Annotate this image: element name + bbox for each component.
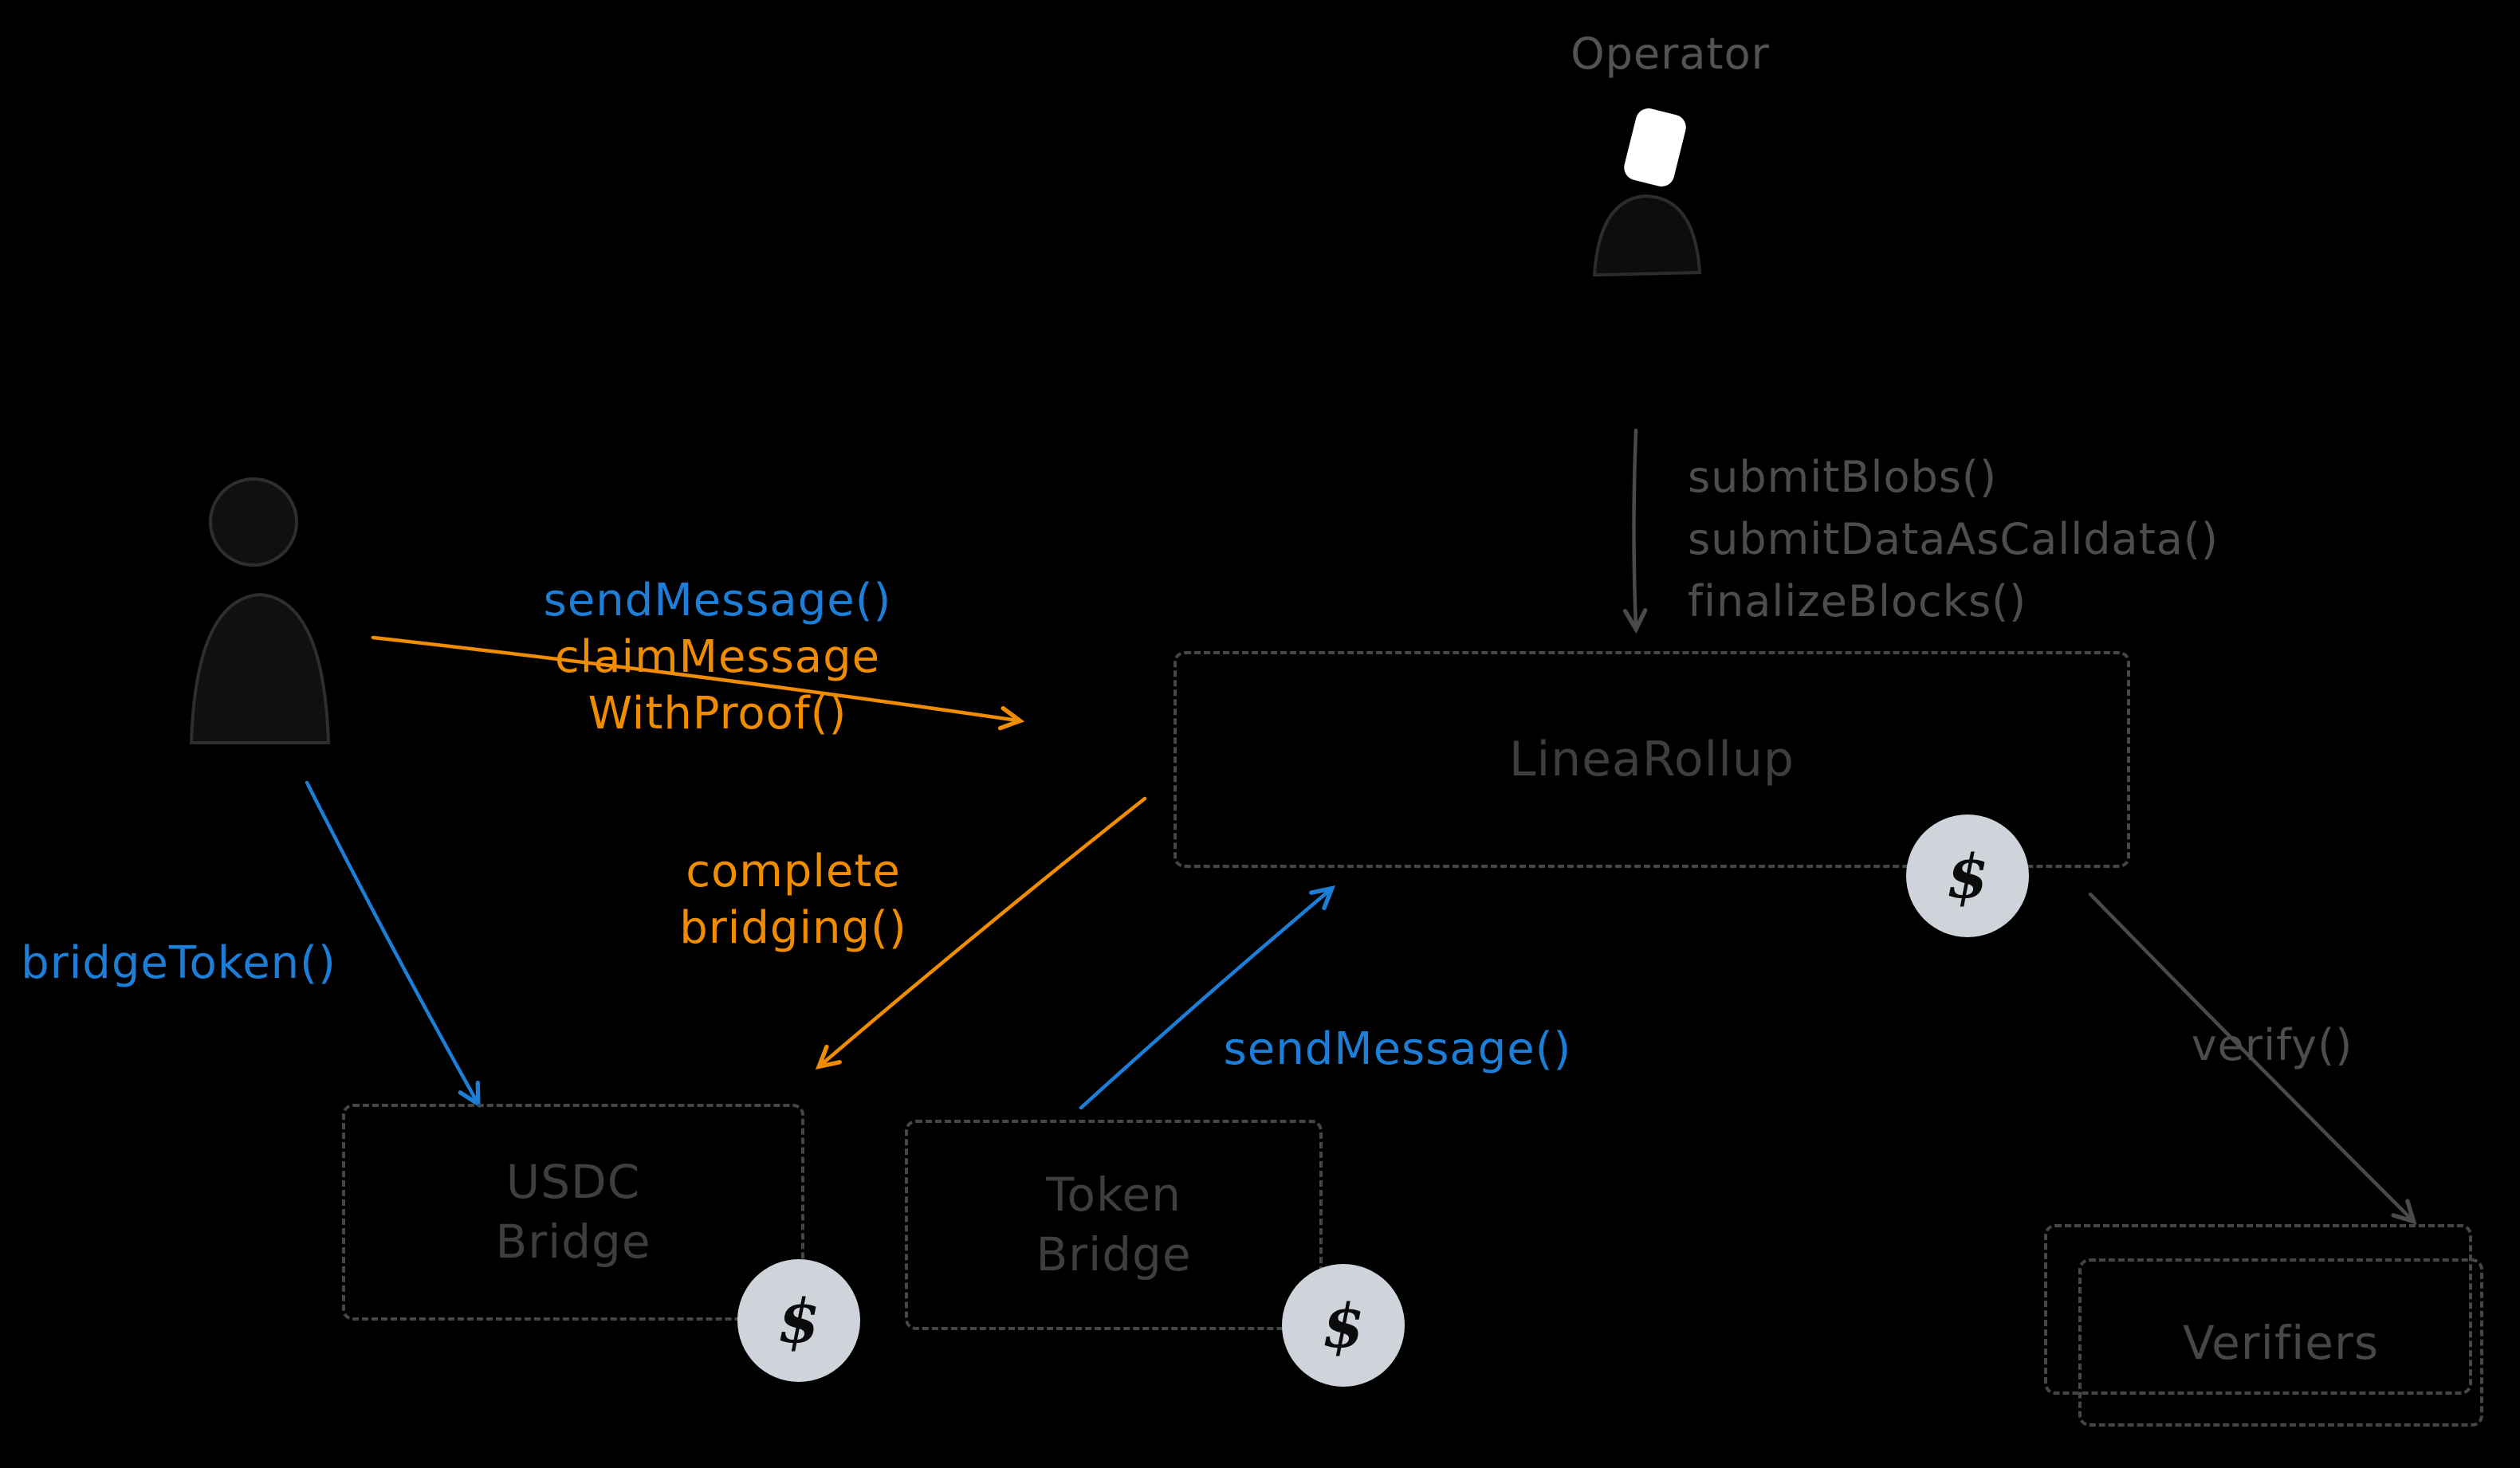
dollar-icon: $ bbox=[1946, 840, 1989, 912]
complete-bridging-label: complete bridging() bbox=[654, 843, 933, 956]
node-verifiers-label: Verifiers bbox=[2182, 1315, 2380, 1370]
node-linea-rollup-label: LineaRollup bbox=[1509, 732, 1795, 787]
complete-bridging-line2: bridging() bbox=[679, 902, 907, 954]
bridge-token-label: bridgeToken() bbox=[21, 937, 336, 989]
claim-message-label-line1: claimMessage bbox=[554, 631, 881, 683]
complete-bridging-line1: complete bbox=[686, 846, 901, 897]
dollar-icon: $ bbox=[1322, 1289, 1365, 1361]
send-message-bottom-label: sendMessage() bbox=[1223, 1023, 1572, 1075]
node-token-line2: Bridge bbox=[1036, 1227, 1192, 1282]
operator-label: Operator bbox=[1571, 29, 1770, 79]
dollar-icon: $ bbox=[777, 1285, 820, 1356]
node-verifiers-back bbox=[2044, 1224, 2472, 1395]
submit-blobs-label: submitBlobs() bbox=[1688, 452, 1998, 502]
arrow-claim-message bbox=[371, 635, 1017, 720]
node-token-bridge: Token Bridge bbox=[905, 1120, 1323, 1330]
user-icon bbox=[189, 477, 331, 744]
arrow-complete-bridging bbox=[821, 796, 1147, 1065]
node-linea-rollup: LineaRollup bbox=[1174, 651, 2130, 868]
submit-calldata-label: submitDataAsCalldata() bbox=[1688, 514, 2219, 564]
dollar-badge-token: $ bbox=[1282, 1264, 1405, 1387]
arrow-verify bbox=[2088, 892, 2412, 1219]
claim-message-label-line2: WithProof() bbox=[588, 688, 847, 740]
node-usdc-line1: USDC bbox=[505, 1154, 641, 1209]
message-labels-top: sendMessage() claimMessage WithProof() bbox=[494, 572, 941, 742]
arrow-bridge-token bbox=[305, 780, 477, 1101]
operator-icon bbox=[1592, 108, 1702, 277]
verify-label: verify() bbox=[2191, 1020, 2353, 1070]
dollar-badge-usdc: $ bbox=[737, 1259, 860, 1382]
node-verifiers: Verifiers bbox=[2078, 1258, 2483, 1427]
node-usdc-line2: Bridge bbox=[495, 1215, 651, 1269]
operator-calls-label: submitBlobs() submitDataAsCalldata() fin… bbox=[1688, 446, 2219, 633]
node-usdc-bridge: USDC Bridge bbox=[342, 1104, 804, 1321]
send-message-top-label: sendMessage() bbox=[543, 575, 892, 626]
finalize-blocks-label: finalizeBlocks() bbox=[1688, 576, 2027, 626]
dollar-badge-linea: $ bbox=[1906, 814, 2029, 937]
node-token-line1: Token bbox=[1045, 1167, 1181, 1222]
arrow-operator-to-linea bbox=[1634, 428, 1637, 626]
arrow-send-message-bottom bbox=[1079, 890, 1330, 1110]
